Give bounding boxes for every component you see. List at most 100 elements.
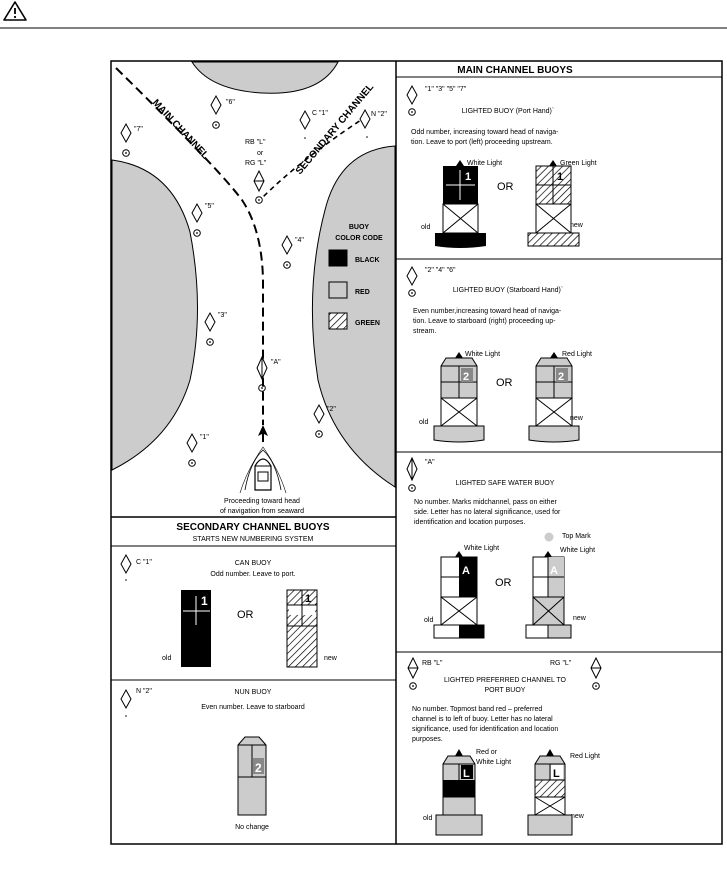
land-left — [111, 159, 198, 471]
preferred-marker-left: RB "L" — [422, 660, 443, 667]
main-channel-label: MAIN CHANNEL — [150, 98, 211, 162]
starboard-buoy-old: 2 — [433, 352, 485, 443]
preferred-buoy-old: L — [435, 749, 483, 836]
port-title: LIGHTED BUOY (Port Hand)` — [462, 108, 554, 115]
nun-buoy: 2 — [237, 736, 267, 816]
starboard-light-old: White Light — [465, 351, 500, 358]
port-buoy-new: 1 — [527, 160, 580, 247]
map-buoy-2: "2" — [313, 403, 336, 438]
land-top — [191, 61, 339, 94]
safe-water-section: "A" LIGHTED SAFE WATER BUOY No number. M… — [406, 456, 595, 639]
map-label-6: "6" — [226, 99, 235, 106]
port-desc-1: Odd number, increasing toward head of na… — [411, 129, 559, 136]
legend-label-black: BLACK — [355, 257, 380, 264]
preferred-title-1: LIGHTED PREFERRED CHANNEL TO — [444, 677, 567, 684]
map-label-c1: C "1" — [312, 110, 328, 117]
starboard-light-new: Red Light — [562, 351, 592, 358]
heading-arrow-icon — [258, 425, 268, 442]
secondary-subtitle: STARTS NEW NUMBERING SYSTEM — [193, 536, 314, 543]
color-legend: BUOY COLOR CODE BLACK RED GREEN — [328, 224, 383, 330]
can-old-number: 1 — [201, 594, 208, 608]
starboard-new-label: new — [570, 415, 584, 422]
safe-desc-3: identification and location purposes. — [414, 519, 525, 526]
safe-light-old: White Light — [464, 545, 499, 552]
port-new-label: new — [570, 222, 584, 229]
map-buoy-3: "3" — [204, 311, 227, 346]
starboard-numbers: "2" "4" "6" — [425, 267, 456, 274]
port-light-new: Green Light — [560, 160, 597, 167]
map-label-or: or — [257, 150, 264, 157]
nun-title: NUN BUOY — [235, 689, 272, 696]
starboard-or: OR — [496, 377, 513, 389]
port-or: OR — [497, 181, 514, 193]
can-buoy-new: 1 — [286, 589, 318, 668]
can-marker: C "1" — [136, 559, 152, 566]
map-buoy-5: "5" — [191, 202, 214, 237]
safe-buoy-new: A — [525, 551, 572, 639]
legend-label-green: GREEN — [355, 320, 380, 327]
port-desc-2: tion. Leave to port (left) proceeding up… — [411, 139, 553, 146]
can-new-label: new — [324, 655, 338, 662]
safe-old-letter: A — [462, 565, 470, 577]
preferred-title-2: PORT BUOY — [485, 687, 526, 694]
port-numbers: "1" "3" "5" "7" — [425, 86, 467, 93]
map-label-2: "2" — [327, 406, 336, 413]
land-right — [311, 145, 396, 488]
port-old-number: 1 — [465, 171, 471, 183]
channel-map: MAIN CHANNEL SECONDARY CHANNEL "6" "7" C… — [111, 61, 396, 515]
map-buoy-1: "1" — [186, 432, 209, 467]
port-buoy-section: "1" "3" "5" "7" LIGHTED BUOY (Port Hand)… — [406, 84, 597, 248]
top-mark-icon — [544, 532, 554, 542]
nun-caption: No change — [235, 824, 269, 831]
nun-desc: Even number. Leave to starboard — [201, 704, 305, 711]
port-buoy-old: 1 — [435, 160, 486, 248]
port-old-label: old — [421, 224, 430, 231]
safe-top-mark: Top Mark — [562, 533, 591, 540]
can-title: CAN BUOY — [235, 560, 272, 567]
starboard-desc-1: Even number,increasing toward head of na… — [413, 308, 562, 315]
safe-new-label: new — [573, 615, 587, 622]
can-buoy-section: C "1" CAN BUOY Odd number. Leave to port… — [120, 553, 338, 668]
nun-marker: N "2" — [136, 688, 152, 695]
legend-title-1: BUOY — [349, 224, 370, 231]
starboard-buoy-new: 2 — [528, 352, 580, 443]
safe-light-new: White Light — [560, 547, 595, 554]
safe-marker: "A" — [425, 459, 435, 466]
can-old-label: old — [162, 655, 171, 662]
legend-swatch-green — [328, 312, 348, 330]
preferred-desc-4: purposes. — [412, 736, 443, 743]
starboard-desc-2: tion. Leave to starboard (right) proceed… — [413, 318, 556, 325]
legend-swatch-red — [328, 281, 348, 299]
map-label-n2: N "2" — [371, 111, 387, 118]
safe-title: LIGHTED SAFE WATER BUOY — [456, 480, 555, 487]
safe-desc-1: No number. Marks midchannel, pass on eit… — [414, 499, 557, 506]
map-label-a: "A" — [271, 359, 281, 366]
nun-buoy-section: N "2" NUN BUOY Even number. Leave to sta… — [120, 688, 305, 831]
starboard-buoy-section: "2" "4" "6" LIGHTED BUOY (Starboard Hand… — [406, 265, 592, 443]
preferred-desc-3: significance, used for identification an… — [412, 726, 558, 733]
preferred-marker-right: RG "L" — [550, 660, 572, 667]
starboard-old-number: 2 — [463, 371, 469, 383]
starboard-new-number: 2 — [558, 371, 564, 383]
legend-label-red: RED — [355, 289, 370, 296]
secondary-channel-line — [261, 115, 368, 199]
preferred-desc-1: No number. Topmost band red – preferred — [412, 706, 542, 713]
map-buoy-6: "6" — [210, 94, 235, 129]
boat-icon — [239, 446, 287, 494]
nun-number: 2 — [255, 761, 262, 775]
map-caption-line2: of navigation from seaward — [220, 508, 304, 515]
preferred-desc-2: channel is to left of buoy. Letter has n… — [412, 716, 553, 723]
can-new-number: 1 — [305, 593, 311, 605]
map-buoy-7: "7" — [120, 122, 143, 157]
main-channel-line — [115, 67, 264, 425]
safe-old-label: old — [424, 617, 433, 624]
preferred-old-label: old — [423, 815, 432, 822]
preferred-new-letter: L — [553, 768, 560, 780]
can-desc: Odd number. Leave to port. — [210, 571, 295, 578]
map-label-4: "4" — [295, 237, 304, 244]
map-label-5: "5" — [205, 203, 214, 210]
safe-buoy-old: A — [433, 551, 485, 639]
safe-desc-2: side. Letter has no lateral significance… — [414, 509, 561, 516]
starboard-desc-3: stream. — [413, 328, 436, 335]
